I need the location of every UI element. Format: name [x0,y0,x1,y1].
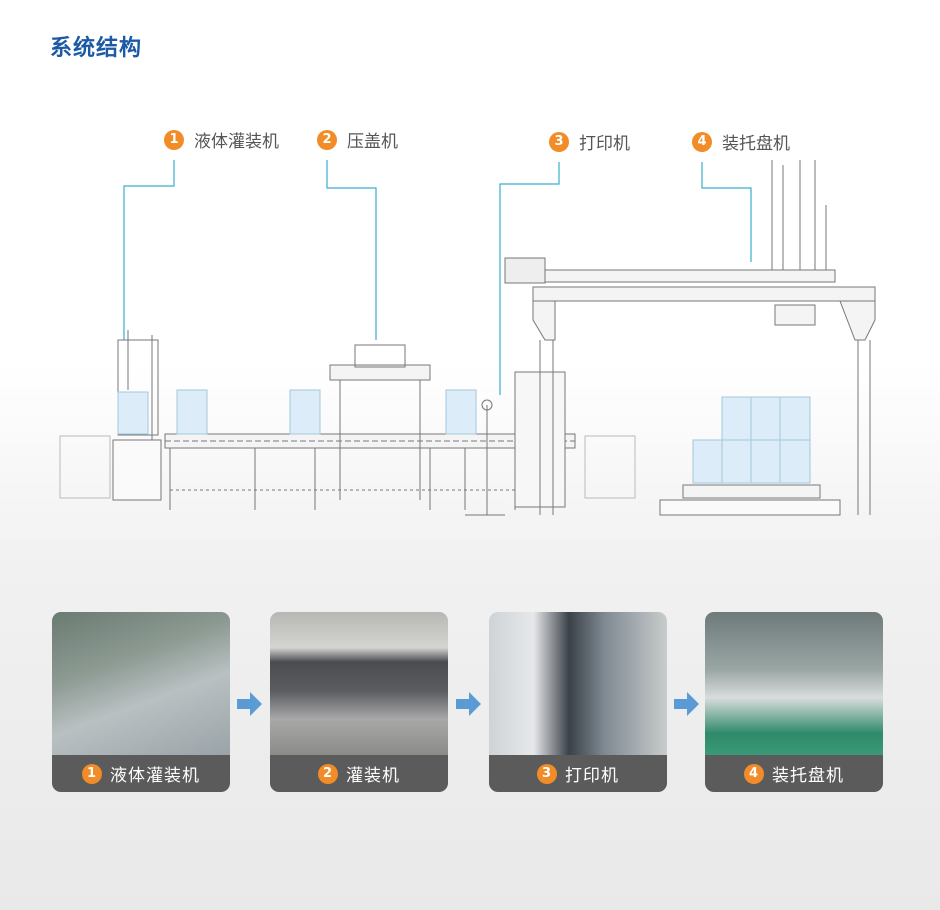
containers [117,389,811,484]
photo-card-capper: 2 灌装机 [270,612,448,792]
capper-photo [270,612,448,755]
production-line-diagram [59,160,876,516]
caption: 灌装机 [346,766,400,786]
step-badge: 3 [537,763,557,784]
diagram-label-printer: 3 打印机 [549,129,630,154]
filler-photo [52,612,230,755]
photo-card-printer: 3 打印机 [489,612,667,792]
diagram-label-filler: 1 液体灌装机 [164,127,279,152]
step-badge: 1 [82,763,102,784]
step-badge: 2 [318,763,338,784]
label-text: 压盖机 [347,132,398,152]
step-badge: 4 [744,763,764,784]
step-badge: 4 [692,131,712,152]
diagram-label-palletizer: 4 装托盘机 [692,129,790,154]
photo-card-filler: 1 液体灌装机 [52,612,230,792]
page-title: 系统结构 [50,36,143,61]
photo-card-palletizer: 4 装托盘机 [705,612,883,792]
arrow-right-icon [456,692,481,716]
step-badge: 3 [549,131,569,152]
label-text: 打印机 [579,134,630,154]
printer-photo [489,612,667,755]
step-badge: 1 [164,129,184,150]
caption: 装托盘机 [772,766,844,786]
palletizer-photo [705,612,883,755]
leader-lines [123,160,752,395]
label-text: 装托盘机 [722,134,790,154]
conveyor-legs [169,448,516,510]
diagram-label-capper: 2 压盖机 [317,127,398,152]
arrow-right-icon [674,692,699,716]
step-badge: 2 [317,129,337,150]
label-text: 液体灌装机 [194,132,279,152]
arrow-right-icon [237,692,262,716]
caption: 打印机 [565,766,619,786]
caption: 液体灌装机 [110,766,200,786]
